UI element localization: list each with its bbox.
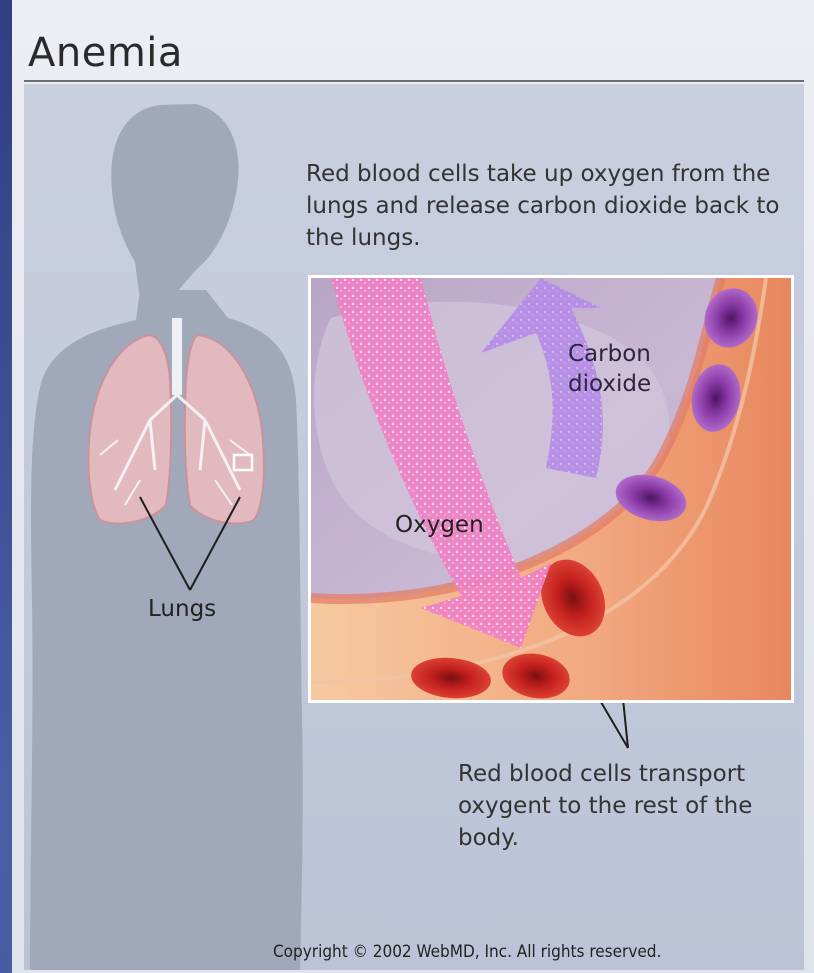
caption-oxygen-exchange: Red blood cells take up oxygen from the … (306, 158, 786, 254)
copyright-notice: Copyright © 2002 WebMD, Inc. All rights … (273, 942, 661, 962)
carbon-dioxide-label-line2: dioxide (568, 369, 678, 399)
carbon-dioxide-label: Carbon dioxide (568, 339, 678, 399)
lungs-label: Lungs (148, 596, 216, 622)
carbon-dioxide-label-line1: Carbon (568, 339, 678, 369)
trachea (172, 318, 182, 395)
caption-oxygen-transport: Red blood cells transport oxygent to the… (458, 758, 798, 854)
inset-illustration (308, 275, 794, 703)
body-silhouette (30, 104, 303, 970)
inset-svg (311, 278, 791, 700)
oxygen-label: Oxygen (395, 512, 484, 538)
